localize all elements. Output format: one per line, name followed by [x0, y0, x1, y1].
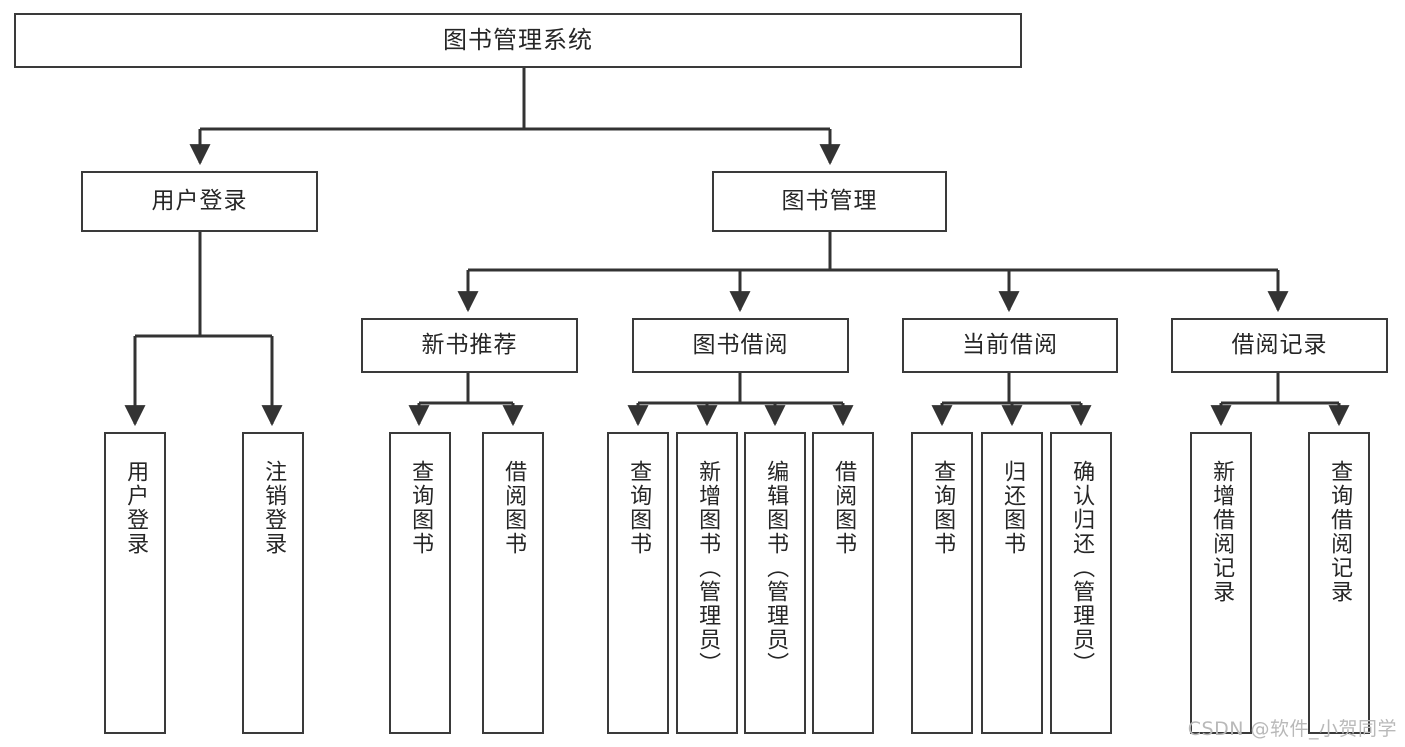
leaf-label: 查询图书 — [408, 460, 434, 556]
node-new-book-recommend[interactable]: 新书推荐 — [361, 318, 578, 373]
leaf-edit-book-admin[interactable]: 编辑图书（管理员） — [744, 432, 806, 734]
leaf-label: 借阅图书 — [501, 460, 527, 556]
leaf-confirm-return-admin[interactable]: 确认归还（管理员） — [1050, 432, 1112, 734]
node-label: 当前借阅 — [962, 331, 1058, 358]
node-label: 图书借阅 — [692, 331, 789, 358]
leaf-add-book-admin[interactable]: 新增图书（管理员） — [676, 432, 738, 734]
leaf-label: 注销登录 — [261, 460, 287, 556]
leaf-query-book-current[interactable]: 查询图书 — [911, 432, 973, 734]
leaf-label: 查询图书 — [626, 460, 652, 556]
leaf-return-book[interactable]: 归还图书 — [981, 432, 1043, 734]
leaf-query-book-new[interactable]: 查询图书 — [389, 432, 451, 734]
leaf-label: 新增借阅记录 — [1209, 460, 1235, 604]
node-current-borrow[interactable]: 当前借阅 — [902, 318, 1118, 373]
leaf-query-book-borrow[interactable]: 查询图书 — [607, 432, 669, 734]
node-root-system[interactable]: 图书管理系统 — [14, 13, 1022, 68]
leaf-label: 借阅图书 — [831, 460, 857, 556]
leaf-user-login[interactable]: 用户登录 — [104, 432, 166, 734]
leaf-label: 查询图书 — [930, 460, 956, 556]
leaf-add-borrow-record[interactable]: 新增借阅记录 — [1190, 432, 1252, 734]
leaf-query-borrow-record[interactable]: 查询借阅记录 — [1308, 432, 1370, 734]
leaf-borrow-book[interactable]: 借阅图书 — [812, 432, 874, 734]
node-book-management[interactable]: 图书管理 — [712, 171, 947, 232]
node-label: 借阅记录 — [1231, 331, 1328, 358]
leaf-label: 归还图书 — [1000, 460, 1026, 556]
node-label: 新书推荐 — [421, 331, 518, 358]
leaf-label: 用户登录 — [123, 460, 149, 556]
watermark-text: CSDN @软件_小贺同学 — [1187, 718, 1397, 740]
leaf-label: 新增图书（管理员） — [695, 460, 721, 676]
node-label: 用户登录 — [151, 187, 248, 214]
node-label: 图书管理 — [781, 187, 878, 214]
leaf-borrow-book-new[interactable]: 借阅图书 — [482, 432, 544, 734]
leaf-label: 查询借阅记录 — [1327, 460, 1353, 604]
leaf-logout[interactable]: 注销登录 — [242, 432, 304, 734]
leaf-label: 确认归还（管理员） — [1069, 460, 1095, 676]
leaf-label: 编辑图书（管理员） — [763, 460, 789, 676]
node-book-borrow[interactable]: 图书借阅 — [632, 318, 849, 373]
node-user-login[interactable]: 用户登录 — [81, 171, 318, 232]
node-label: 图书管理系统 — [443, 26, 593, 55]
node-borrow-record[interactable]: 借阅记录 — [1171, 318, 1388, 373]
